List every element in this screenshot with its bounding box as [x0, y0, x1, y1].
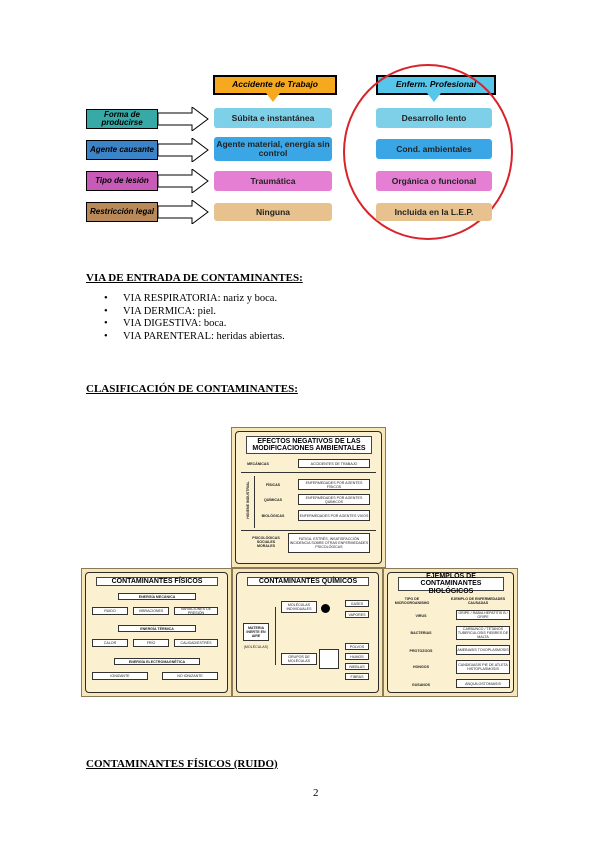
row-label-forma: Forma de producirse: [86, 109, 158, 129]
via-entrada-list: •VIA RESPIRATORIA: nariz y boca. •VIA DE…: [104, 293, 285, 343]
row-mid-agente: Agente material, energía sin control: [214, 137, 332, 161]
row-mid-restriccion: Ninguna: [214, 203, 332, 221]
row-right-forma: Desarrollo lento: [376, 108, 492, 128]
slide-title: CONTAMINANTES FÍSICOS: [96, 577, 218, 586]
row-right-restriccion: Incluida en la L.E.P.: [376, 203, 492, 221]
molecule-dot: [321, 604, 330, 613]
molecule-cluster: [319, 649, 339, 669]
row-label-agente: Agente causante: [86, 140, 158, 160]
row3-arrow: [158, 169, 209, 193]
slide-contaminantes-fisicos: CONTAMINANTES FÍSICOS ENERGÍA MECÁNICA R…: [81, 568, 232, 697]
row4-arrow: [158, 200, 209, 224]
header-accidente: Accidente de Trabajo: [213, 75, 337, 95]
row-mid-tipo: Traumática: [214, 171, 332, 191]
slide-title: EJEMPLOS DE CONTAMINANTES BIOLÓGICOS: [398, 573, 504, 595]
row-right-tipo: Orgánica o funcional: [376, 171, 492, 191]
list-item: •VIA DERMICA: piel.: [104, 305, 217, 317]
row2-arrow: [158, 138, 209, 162]
slide-efectos-negativos: EFECTOS NEGATIVOS DE LAS MODIFICACIONES …: [231, 427, 386, 568]
row-mid-forma: Súbita e instantánea: [214, 108, 332, 128]
row1-arrow: [158, 107, 209, 131]
slide-title: EFECTOS NEGATIVOS DE LAS MODIFICACIONES …: [246, 436, 372, 454]
slide-title: CONTAMINANTES QUÍMICOS: [247, 577, 369, 586]
list-item: •VIA DIGESTIVA: boca.: [104, 318, 227, 329]
heading-clasificacion: CLASIFICACIÓN DE CONTAMINANTES:: [86, 383, 298, 395]
row-label-tipo: Tipo de lesión: [86, 171, 158, 191]
heading-via-entrada: VIA DE ENTRADA DE CONTAMINANTES:: [86, 272, 303, 284]
slide-contaminantes-quimicos: CONTAMINANTES QUÍMICOS MATERIA INERTE EN…: [232, 568, 383, 697]
list-item: •VIA RESPIRATORIA: nariz y boca.: [104, 293, 278, 304]
comparison-diagram: Accidente de Trabajo Enferm. Profesional…: [80, 64, 520, 240]
highlight-ellipse: [343, 64, 513, 240]
row-label-restriccion: Restricción legal: [86, 202, 158, 222]
header-left-arrow: [266, 93, 280, 102]
list-item: •VIA PARENTERAL: heridas abiertas.: [104, 330, 285, 342]
slide-contaminantes-biologicos: EJEMPLOS DE CONTAMINANTES BIOLÓGICOS TIP…: [383, 568, 518, 697]
row-right-agente: Cond. ambientales: [376, 139, 492, 159]
page-number: 2: [313, 787, 319, 799]
heading-ruido: CONTAMINANTES FÍSICOS (RUIDO): [86, 758, 278, 770]
